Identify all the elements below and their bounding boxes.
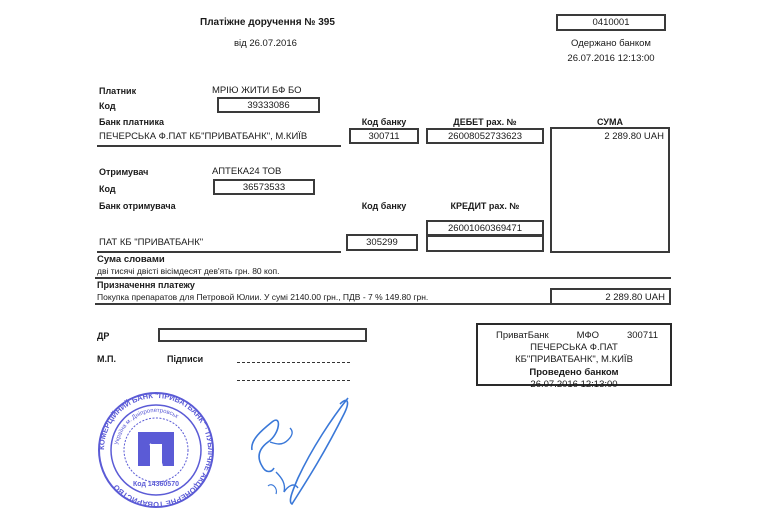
- received-datetime: 26.07.2016 12:13:00: [567, 53, 655, 64]
- purpose-label: Призначення платежу: [97, 280, 195, 290]
- recipient-bank-name: ПАТ КБ "ПРИВАТБАНК": [99, 237, 204, 248]
- mp-label: М.П.: [97, 354, 116, 364]
- stamp-bank-name: ПриватБанк: [496, 330, 549, 341]
- payer-bank-label: Банк платника: [99, 117, 164, 127]
- payer-name: МРІЮ ЖИТИ БФ БО: [212, 85, 302, 96]
- stamp-mfo: 300711: [626, 330, 658, 341]
- recipient-bank-underline: [97, 251, 341, 253]
- sum-in-words-label: Сума словами: [97, 254, 165, 265]
- payer-code: 39333086: [247, 99, 290, 111]
- bank-seal-icon: КОМЕРЦІЙНИЙ БАНК "ПРИВАТБАНК" · ПУБЛІЧНЕ…: [96, 390, 216, 510]
- credit-account: 26001060369471: [448, 222, 522, 234]
- amount-box: 2 289.80 UAH: [550, 127, 670, 253]
- stamp-processed-label: Проведено банком: [529, 367, 619, 378]
- dr-box: [158, 328, 367, 342]
- payer-code-label: Код: [99, 101, 116, 111]
- purpose-amount-box: 2 289.80 UAH: [550, 288, 671, 305]
- stamp-branch-line1: ПЕЧЕРСЬКА Ф.ПАТ: [530, 342, 618, 353]
- payer-bank-underline: [97, 145, 341, 147]
- payer-code-box: 39333086: [217, 97, 320, 113]
- debit-account: 26008052733623: [448, 130, 522, 142]
- handwritten-signature-icon: [232, 388, 356, 510]
- document-title: Платіжне доручення № 395: [200, 17, 335, 28]
- recipient-code-label: Код: [99, 184, 116, 194]
- stamp-branch-line2: КБ"ПРИВАТБАНК", М.КИЇВ: [515, 354, 633, 365]
- recipient-bank-code: 305299: [366, 237, 398, 248]
- debit-label: ДЕБЕТ рах. №: [453, 117, 517, 127]
- stamp-processed-datetime: 26.07.2016 12:13:00: [530, 379, 618, 390]
- recipient-bank-label: Банк отримувача: [99, 201, 176, 211]
- stamp-mfo-label: МФО: [576, 330, 600, 341]
- payer-bank-name: ПЕЧЕРСЬКА Ф.ПАТ КБ"ПРИВАТБАНК", М.КИЇВ: [99, 131, 308, 142]
- amount-value: 2 289.80 UAH: [604, 131, 664, 142]
- signature-line-2: [237, 380, 350, 381]
- recipient-name: АПТЕКА24 ТОВ: [212, 166, 282, 177]
- dr-label: ДР: [97, 331, 110, 341]
- svg-text:Код 14360570: Код 14360570: [133, 481, 179, 488]
- purpose-value: Покупка препаратов для Петровой Юлии. У …: [97, 292, 429, 302]
- payer-label: Платник: [99, 86, 137, 96]
- recipient-bank-code-box: 305299: [346, 234, 418, 251]
- payer-bank-code: 300711: [368, 130, 400, 142]
- recipient-label: Отримувач: [99, 167, 149, 177]
- form-code-box: 0410001: [556, 14, 666, 31]
- debit-account-box: 26008052733623: [426, 128, 544, 144]
- recipient-code-box: 36573533: [213, 179, 315, 195]
- bank-processing-box: ПриватБанк МФО 300711 ПЕЧЕРСЬКА Ф.ПАТ КБ…: [476, 323, 672, 390]
- purpose-divider: [95, 303, 671, 305]
- payer-bank-code-label: Код банку: [361, 117, 407, 127]
- amount-label: СУМА: [597, 117, 623, 127]
- payer-bank-code-box: 300711: [349, 128, 419, 144]
- form-code: 0410001: [592, 17, 630, 28]
- received-label: Одержано банком: [571, 38, 651, 49]
- credit-account-box: 26001060369471: [426, 220, 544, 236]
- credit-account-extra-box: [426, 235, 544, 252]
- signatures-label: Підписи: [167, 354, 204, 364]
- credit-label: КРЕДИТ рах. №: [450, 201, 520, 211]
- recipient-bank-code-label: Код банку: [361, 201, 407, 211]
- sum-in-words-divider: [95, 277, 671, 279]
- document-date: від 26.07.2016: [234, 38, 297, 49]
- recipient-code: 36573533: [242, 181, 286, 193]
- signature-line-1: [237, 362, 350, 363]
- sum-in-words-value: дві тисячі двісті вісімдесят дев'ять грн…: [97, 266, 280, 276]
- purpose-amount: 2 289.80 UAH: [605, 292, 665, 303]
